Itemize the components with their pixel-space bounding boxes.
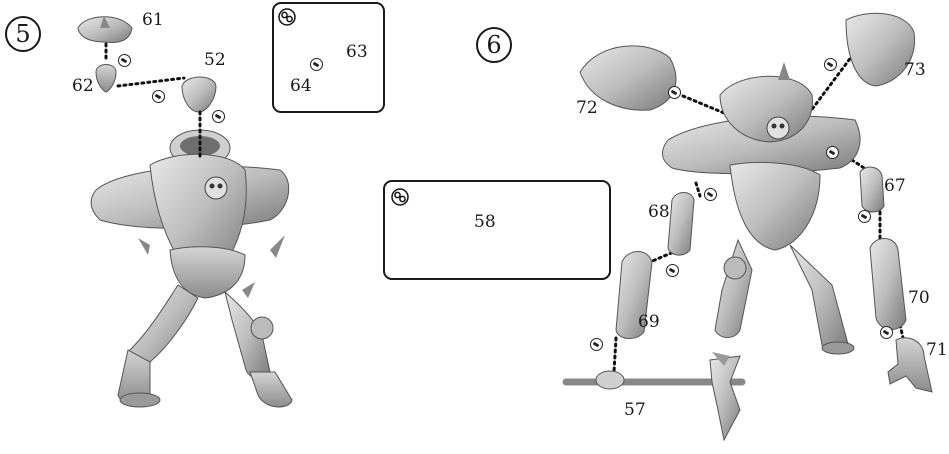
part-label-64: 64 bbox=[290, 76, 312, 96]
glue-drop-icon bbox=[826, 146, 839, 159]
alternate-build-icon bbox=[391, 188, 409, 206]
part-label-72: 72 bbox=[576, 98, 598, 118]
part-label-69: 69 bbox=[638, 312, 660, 332]
part-57-art bbox=[562, 352, 746, 442]
part-label-73: 73 bbox=[904, 60, 926, 80]
glue-drop-icon bbox=[118, 54, 131, 67]
part-73-art bbox=[845, 12, 916, 87]
part-62-art bbox=[95, 64, 117, 93]
part-label-71: 71 bbox=[926, 340, 948, 360]
glue-drop-icon bbox=[668, 86, 681, 99]
part-label-70: 70 bbox=[908, 288, 930, 308]
part-70-art bbox=[869, 238, 907, 330]
part-label-67: 67 bbox=[884, 176, 906, 196]
part-71-art bbox=[887, 337, 933, 393]
glue-drop-icon bbox=[824, 58, 837, 71]
part-61-art bbox=[77, 16, 133, 43]
part-69-art bbox=[615, 251, 653, 339]
glue-drop-icon bbox=[212, 110, 225, 123]
glue-drop-icon bbox=[666, 264, 679, 277]
part-67-art bbox=[859, 166, 885, 213]
part-68-art bbox=[667, 192, 695, 256]
part-label-58: 58 bbox=[474, 212, 496, 232]
glue-drop-icon bbox=[858, 210, 871, 223]
part-52-art bbox=[181, 76, 217, 113]
part-label-63: 63 bbox=[346, 42, 368, 62]
step5-model bbox=[90, 129, 293, 408]
alternate-parts-callout-63-64 bbox=[272, 2, 385, 113]
part-label-57: 57 bbox=[624, 400, 646, 420]
glue-drop-icon bbox=[310, 58, 323, 71]
step6-model bbox=[662, 62, 861, 355]
part-label-52: 52 bbox=[204, 50, 226, 70]
glue-drop-icon bbox=[590, 338, 603, 351]
step-5-number: 5 bbox=[15, 20, 31, 48]
alternate-build-icon bbox=[278, 8, 296, 26]
part-label-62: 62 bbox=[72, 76, 94, 96]
glue-drop-icon bbox=[152, 90, 165, 103]
alternate-parts-callout-58 bbox=[383, 180, 611, 280]
step-6-number: 6 bbox=[486, 31, 502, 59]
glue-drop-icon bbox=[880, 326, 893, 339]
part-label-61: 61 bbox=[142, 10, 164, 30]
part-label-68: 68 bbox=[648, 202, 670, 222]
glue-drop-icon bbox=[704, 188, 717, 201]
step-6-marker: 6 bbox=[476, 27, 512, 63]
step-5-marker: 5 bbox=[5, 16, 41, 52]
